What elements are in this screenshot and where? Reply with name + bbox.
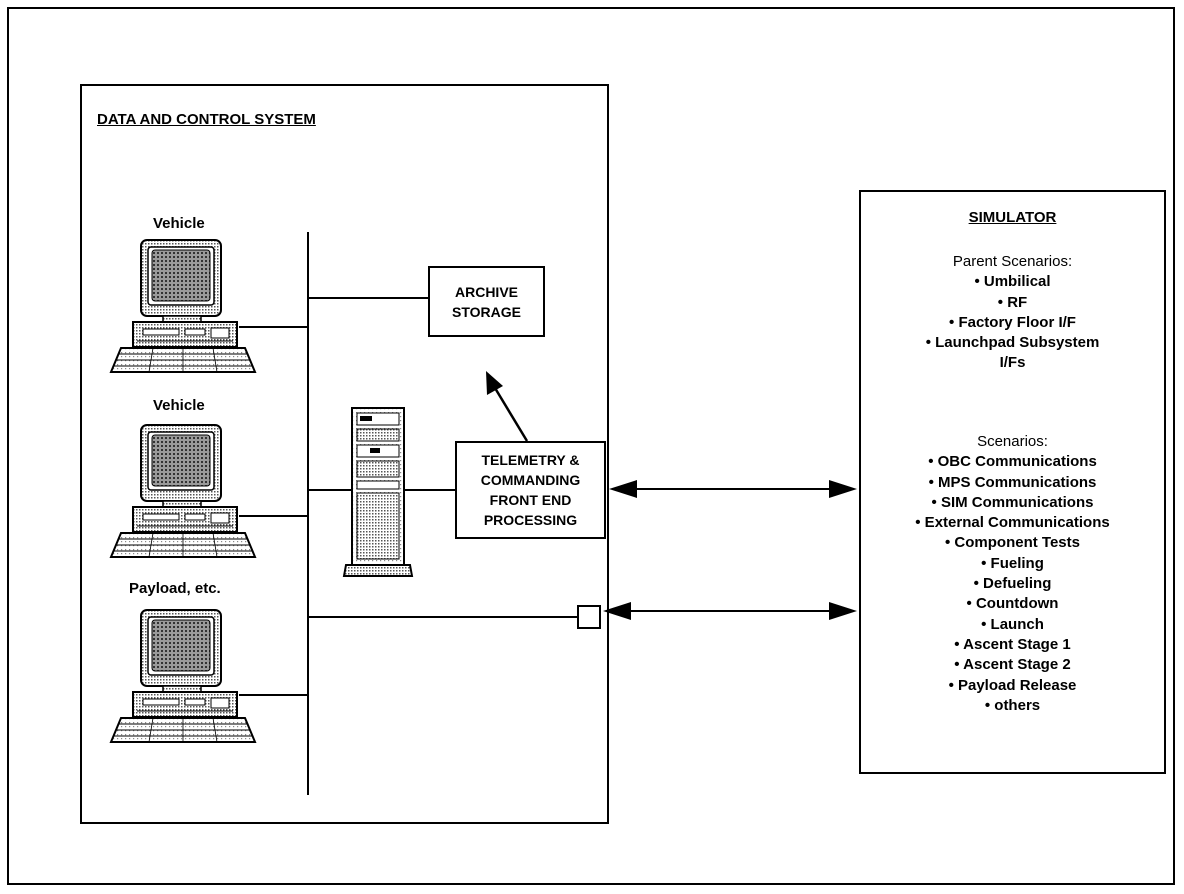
list-item: • Factory Floor I/F [949, 313, 1076, 331]
workstation-icon-3 [110, 609, 256, 743]
telemetry-front-end-box: TELEMETRY & COMMANDING FRONT END PROCESS… [455, 441, 606, 539]
frontend-label-line1: TELEMETRY & [481, 452, 580, 468]
frontend-simulator-link [609, 480, 857, 498]
workstation-label-1: Vehicle [153, 215, 205, 232]
payload-port [577, 605, 601, 629]
parent-scenarios-list: Parent Scenarios: • Umbilical • RF • Fac… [859, 252, 1166, 374]
frontend-label-line4: PROCESSING [483, 512, 578, 528]
list-item: • others [984, 696, 1041, 714]
workstation-icon-2 [110, 424, 256, 558]
workstation-label-3: Payload, etc. [129, 580, 221, 597]
list-item: • Umbilical [974, 273, 1051, 291]
simulator-title: SIMULATOR [968, 209, 1057, 226]
list-item: I/Fs [999, 354, 1026, 372]
list-item: • External Communications [915, 514, 1110, 532]
parent-scenarios-heading: Parent Scenarios: [952, 253, 1073, 270]
dcs-title: DATA AND CONTROL SYSTEM [97, 111, 316, 128]
data-and-control-system-box [80, 84, 609, 824]
list-item: • RF [997, 293, 1028, 311]
list-item: • Ascent Stage 2 [954, 656, 1071, 674]
list-item: • OBC Communications [928, 453, 1097, 471]
list-item: • Ascent Stage 1 [954, 635, 1071, 653]
archive-storage-box: ARCHIVE STORAGE [428, 266, 545, 337]
frontend-label-line3: FRONT END [489, 492, 572, 508]
figure-frame [7, 7, 1175, 885]
list-item: • Launchpad Subsystem [925, 334, 1100, 352]
payload-simulator-link [603, 602, 857, 620]
scenarios-heading: Scenarios: [977, 433, 1048, 450]
list-item: • Countdown [966, 595, 1059, 613]
workstation-label-2: Vehicle [153, 397, 205, 414]
list-item: • Component Tests [945, 534, 1080, 552]
rack-server-icon [342, 407, 414, 577]
scenarios-list: Scenarios: • OBC Communications • MPS Co… [859, 432, 1166, 716]
list-item: • Defueling [973, 575, 1052, 593]
archive-label-line1: ARCHIVE [454, 283, 518, 300]
archive-label-line2: STORAGE [452, 303, 521, 320]
list-item: • Payload Release [948, 676, 1077, 694]
list-item: • Fueling [981, 554, 1044, 572]
list-item: • MPS Communications [928, 473, 1097, 491]
list-item: • SIM Communications [931, 493, 1094, 511]
workstation-icon-1 [110, 239, 256, 373]
frontend-label-line2: COMMANDING [480, 472, 581, 488]
list-item: • Launch [981, 615, 1044, 633]
simulator-box [859, 190, 1166, 774]
